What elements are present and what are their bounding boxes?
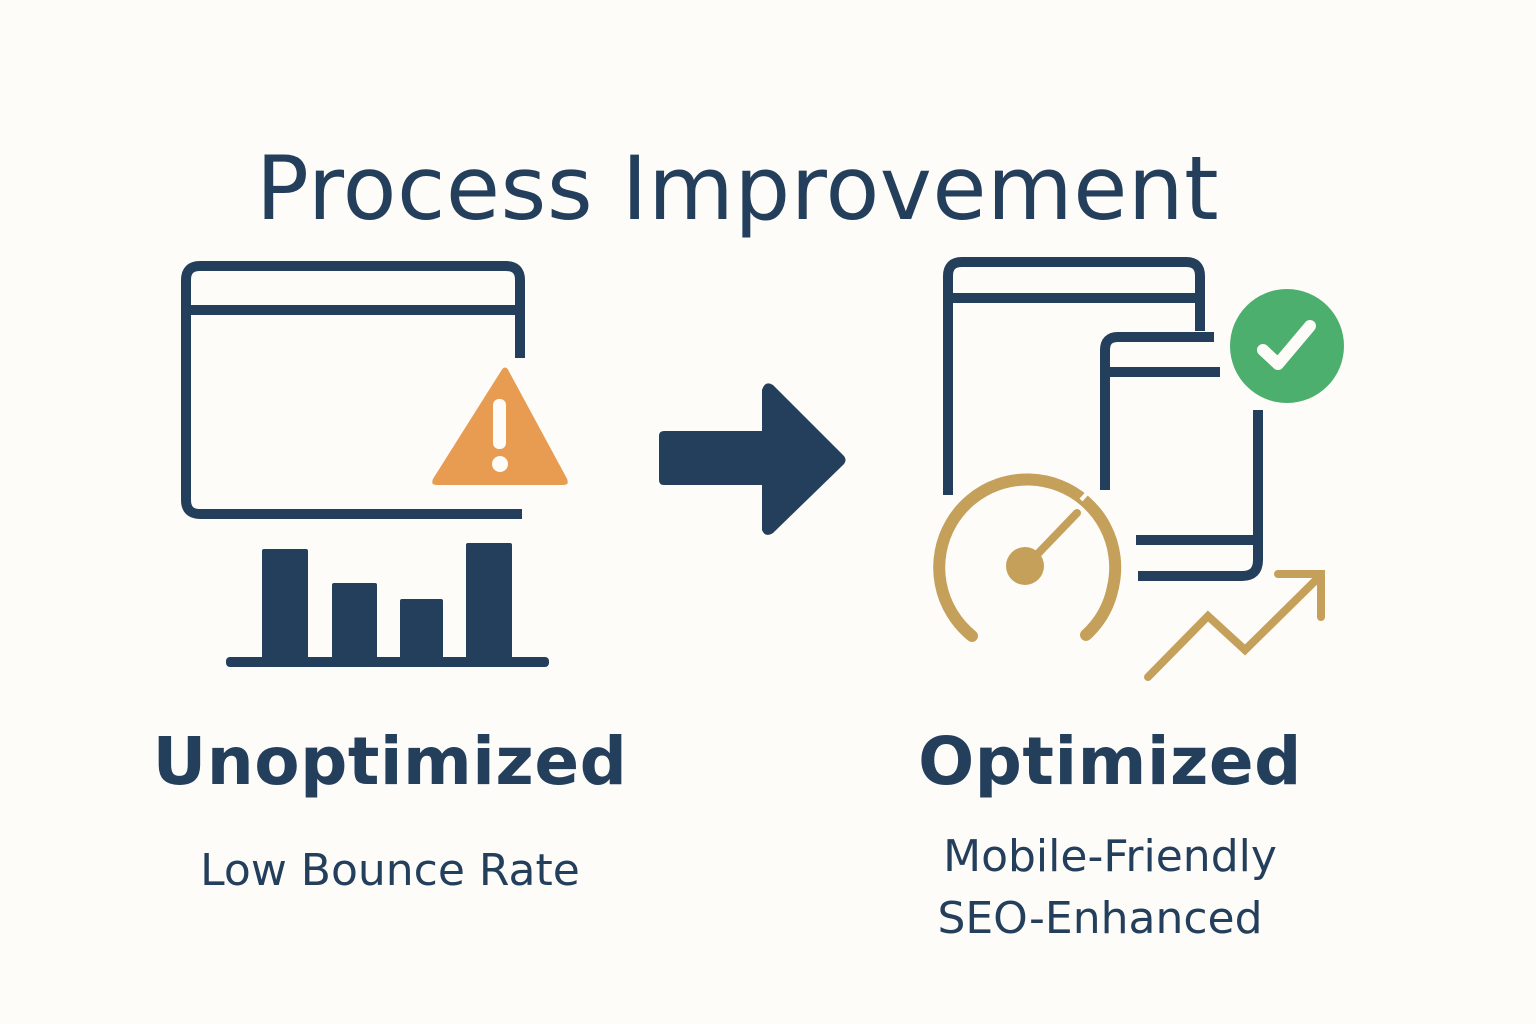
unoptimized-caption: Low Bounce Rate — [200, 845, 580, 896]
checkmark-circle-icon — [1225, 284, 1349, 408]
speedometer-icon — [933, 473, 1122, 662]
transition-arrow — [640, 360, 870, 550]
unoptimized-illustration — [160, 240, 590, 680]
browser-window-icon — [943, 257, 1205, 495]
optimized-illustration — [900, 240, 1360, 700]
warning-triangle-icon — [426, 361, 574, 491]
trend-up-arrow-icon — [1144, 570, 1325, 681]
optimized-heading: Optimized — [918, 723, 1302, 800]
unoptimized-heading: Unoptimized — [152, 723, 628, 800]
bar-chart-icon — [226, 543, 549, 667]
optimized-caption-seo: SEO-Enhanced — [937, 893, 1263, 944]
mobile-device-icon — [1100, 332, 1263, 581]
browser-window-icon — [181, 261, 525, 519]
arrow-right-icon — [659, 383, 846, 535]
page-title: Process Improvement — [255, 136, 1220, 240]
optimized-caption-mobile: Mobile-Friendly — [943, 831, 1277, 882]
